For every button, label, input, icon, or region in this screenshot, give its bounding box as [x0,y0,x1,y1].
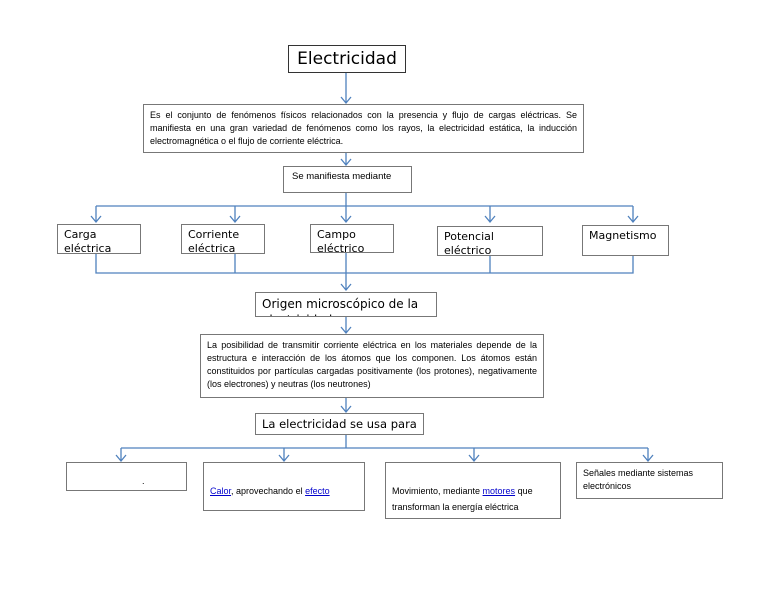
use-box-4: Señales mediante sistemas electrónicos [576,462,723,499]
manifestation-label: Corriente eléctrica [188,228,240,254]
definition-box: Es el conjunto de fenómenos físicos rela… [143,104,584,153]
use-box-2: Calor, aprovechando el efecto [203,462,365,511]
definition-text: Es el conjunto de fenómenos físicos rela… [150,110,577,146]
use-text: . [142,476,145,486]
origin-box: Origen microscópico de la electricidad [255,292,437,317]
manifestation-potencial: Potencial eléctrico [437,226,543,256]
origin-text: La posibilidad de transmitir corriente e… [207,340,537,389]
manifestation-carga: Carga eléctrica [57,224,141,254]
uses-label: La electricidad se usa para [262,417,417,431]
manifestation-campo: Campo eléctrico [310,224,394,253]
origin-label: Origen microscópico de la electricidad [262,297,419,316]
manifestation-label: Potencial eléctrico [444,230,494,256]
manifestation-magnetismo: Magnetismo [582,225,669,256]
manifestation-label: Carga eléctrica [64,228,112,254]
use-text: que transforman la energía eléctrica [392,486,533,512]
manifestation-label: Campo eléctrico [317,228,365,253]
use-text: , aprovechando el [231,486,306,496]
origin-text-box: La posibilidad de transmitir corriente e… [200,334,544,398]
efecto-link[interactable]: efecto [305,486,330,496]
manifestation-corriente: Corriente eléctrica [181,224,265,254]
manifestation-label: Magnetismo [589,229,657,242]
manifests-box: Se manifiesta mediante [283,166,412,193]
motores-link[interactable]: motores [482,486,516,496]
use-text: Señales mediante sistemas electrónicos [583,468,694,491]
use-text: Movimiento, mediante [392,486,483,496]
title-box: Electricidad [288,45,406,73]
connector-lines [95,72,649,461]
arrowheads [90,96,654,463]
title-text: Electricidad [297,49,397,69]
use-box-3: Movimiento, mediante motores que transfo… [385,462,561,519]
calor-link[interactable]: Calor [210,486,232,496]
use-box-1: . [66,462,187,491]
uses-box: La electricidad se usa para [255,413,424,435]
manifests-label: Se manifiesta mediante [292,171,392,182]
